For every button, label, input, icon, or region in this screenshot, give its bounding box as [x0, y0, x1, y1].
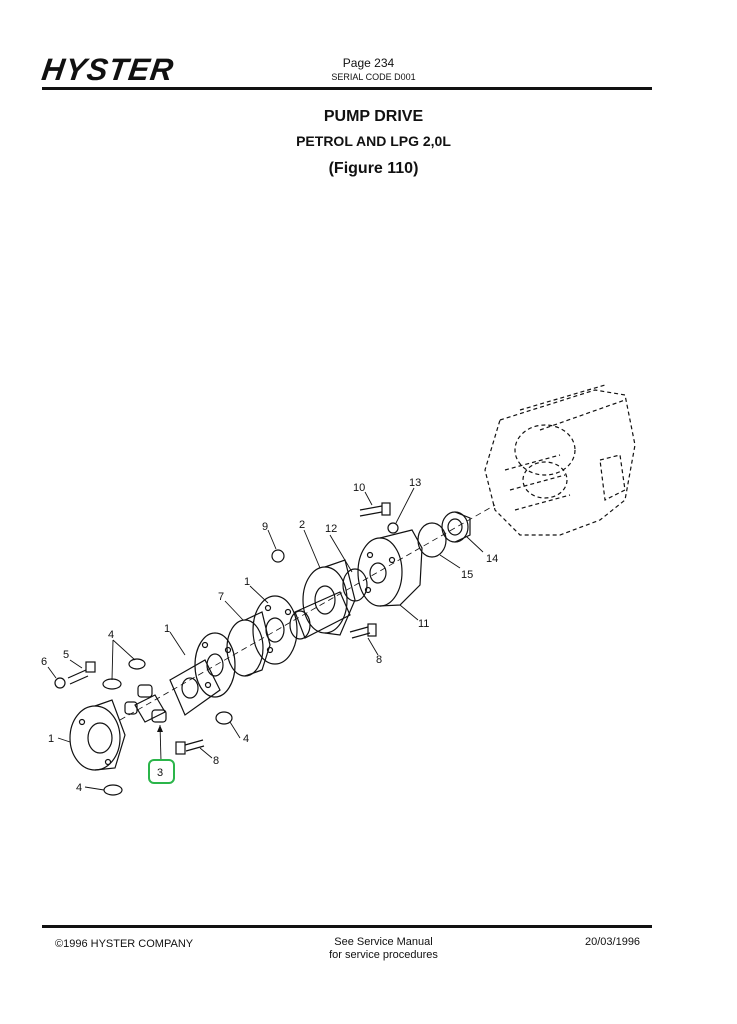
- callout-4-right: 4: [243, 733, 249, 745]
- callout-8-upper: 8: [376, 654, 382, 666]
- bolt-13: [387, 522, 399, 534]
- flexible-coupling: [194, 632, 236, 698]
- callout-4-bottom: 4: [76, 782, 82, 794]
- pump-housing: [484, 384, 636, 536]
- callout-11: 11: [418, 618, 429, 630]
- bolt-5: [67, 661, 96, 685]
- highlight-box-part-3: [148, 759, 175, 784]
- callout-1-yoke: 1: [164, 623, 170, 635]
- flange-1-left: [69, 699, 126, 771]
- seal-14: [441, 511, 471, 543]
- callout-4-top: 4: [108, 629, 114, 641]
- callout-labels: 10 13 14 15 11 9 2 12 1 7 1 4 5 6 1 4 4 …: [41, 477, 498, 794]
- disc-7: [226, 611, 271, 677]
- washer-4-top: [128, 658, 146, 670]
- callout-1-left: 1: [48, 733, 54, 745]
- page-subtitle: PETROL AND LPG 2,0L: [296, 133, 451, 149]
- callout-8-lower: 8: [213, 755, 219, 767]
- universal-joint: [289, 591, 351, 640]
- bolt-8-upper: [349, 623, 377, 639]
- callout-2: 2: [299, 519, 305, 531]
- copyright: ©1996 HYSTER COMPANY: [55, 938, 194, 950]
- callout-5: 5: [63, 649, 69, 661]
- callout-1-middle: 1: [244, 576, 250, 588]
- washer-4-right: [215, 711, 233, 725]
- callout-9: 9: [262, 521, 268, 533]
- nut-6: [54, 677, 66, 689]
- page-title: PUMP DRIVE: [323, 108, 424, 125]
- callout-14: 14: [486, 553, 498, 565]
- callout-12: 12: [325, 523, 337, 535]
- washer-4-mid: [102, 678, 122, 690]
- callout-6: 6: [41, 656, 47, 668]
- washer-4-bottom: [103, 784, 123, 796]
- callout-15: 15: [461, 569, 473, 581]
- footer-rule: [42, 925, 652, 928]
- callout-3: 3: [157, 767, 163, 779]
- footer-date: 20/03/1996: [585, 936, 641, 948]
- callout-13: 13: [409, 477, 421, 489]
- yoke: [169, 659, 221, 716]
- header-rule: [42, 87, 652, 90]
- serial-code: SERIAL CODE D001: [331, 72, 416, 82]
- bolt-10: [359, 502, 391, 517]
- nut-9: [271, 549, 285, 563]
- spider-3: [124, 684, 167, 723]
- footer-note-line1: See Service Manual: [334, 936, 433, 948]
- callout-7: 7: [218, 591, 224, 603]
- callout-10: 10: [353, 482, 365, 494]
- bolt-8-lower: [175, 739, 205, 755]
- hub-11: [357, 529, 423, 607]
- footer-note-line2: for service procedures: [329, 949, 438, 961]
- coupling-flange-2: [302, 559, 356, 636]
- page-number: Page 234: [342, 56, 395, 70]
- figure-label: (Figure 110): [328, 160, 419, 177]
